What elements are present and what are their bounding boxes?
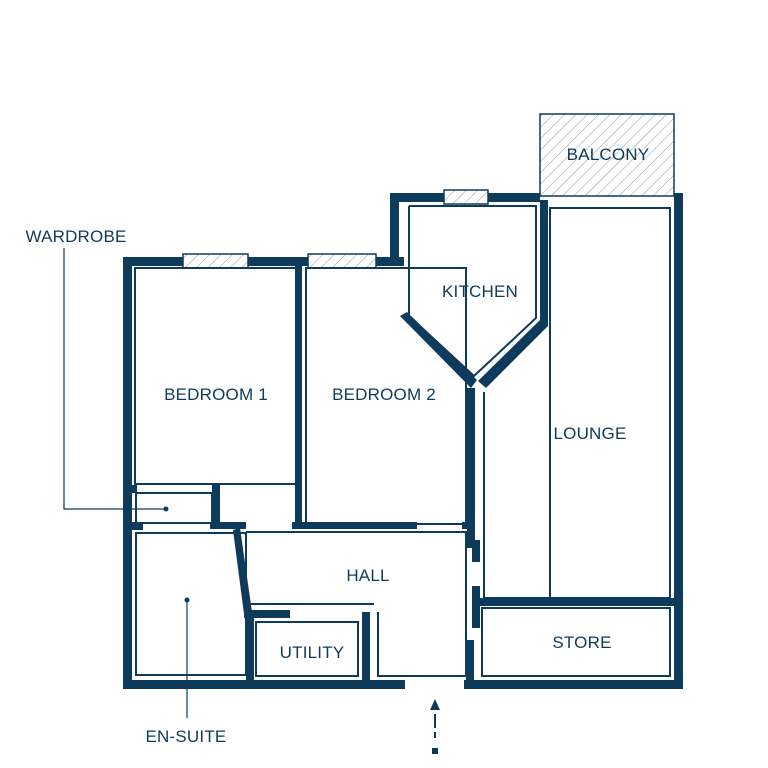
wardrobe-callout: WARDROBE: [25, 227, 126, 246]
bedroom1-label: BEDROOM 1: [164, 385, 268, 404]
inner-walls: [134, 200, 682, 688]
bedroom2-label: BEDROOM 2: [332, 385, 436, 404]
balcony: [539, 113, 675, 197]
balcony-label: BALCONY: [567, 145, 650, 164]
store-label: STORE: [552, 633, 611, 652]
wardrobe-leader: [63, 248, 169, 512]
utility-label: UTILITY: [280, 643, 345, 662]
lounge-label: LOUNGE: [554, 424, 627, 443]
ensuite-leader: [184, 597, 190, 718]
entrance-arrow-icon: [430, 699, 440, 754]
ensuite-callout: EN-SUITE: [146, 727, 227, 746]
outer-walls: [123, 193, 683, 689]
kitchen-label: KITCHEN: [442, 282, 518, 301]
hall-label: HALL: [346, 566, 389, 585]
